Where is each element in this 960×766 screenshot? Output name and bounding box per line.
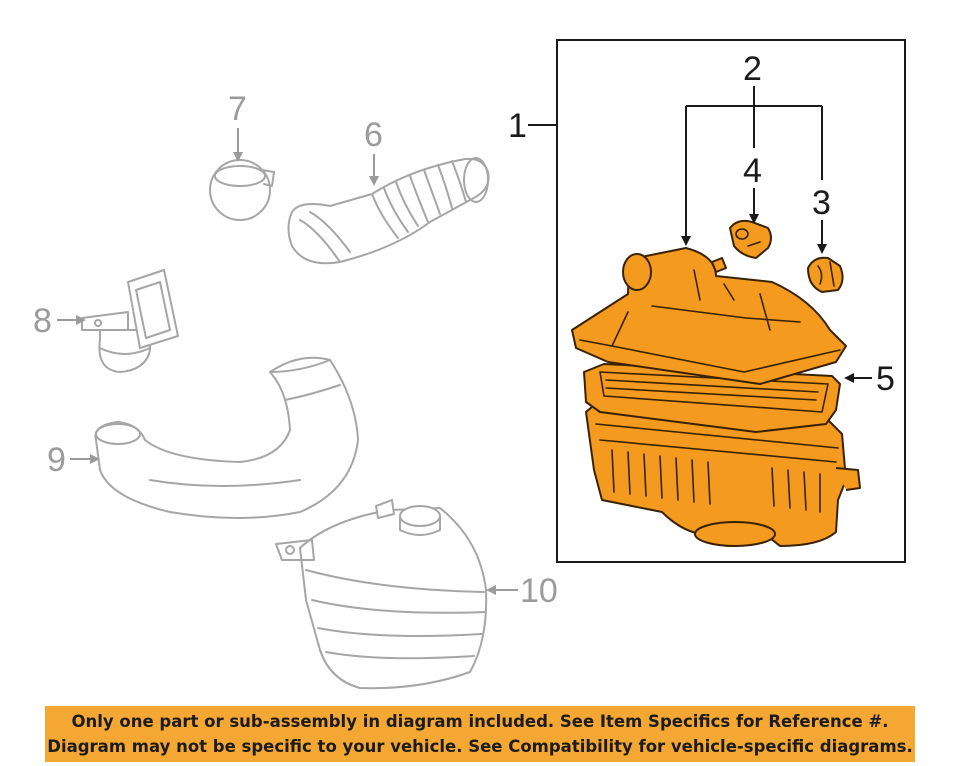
intake-hose-part bbox=[287, 157, 490, 265]
callout-9: 9 bbox=[47, 441, 66, 479]
air-box-lower-part bbox=[585, 399, 861, 547]
callout-7: 7 bbox=[228, 90, 247, 128]
disclaimer-line-2: Diagram may not be specific to your vehi… bbox=[47, 737, 913, 756]
leader-2 bbox=[681, 86, 823, 246]
callout-2: 2 bbox=[743, 50, 762, 88]
callout-3: 3 bbox=[812, 184, 831, 222]
resonator-elbow-part bbox=[81, 269, 179, 373]
clamp-part bbox=[209, 159, 275, 221]
callout-6: 6 bbox=[364, 116, 383, 154]
air-box-cover-part bbox=[571, 247, 847, 385]
intake-duct-part bbox=[94, 356, 359, 519]
clip-part bbox=[807, 256, 844, 293]
callout-1: 1 bbox=[508, 107, 527, 145]
sensor-part bbox=[729, 219, 772, 259]
callout-10: 10 bbox=[520, 572, 558, 610]
disclaimer-line-1: Only one part or sub-assembly in diagram… bbox=[71, 712, 889, 731]
callout-5: 5 bbox=[876, 360, 895, 398]
callout-8: 8 bbox=[33, 302, 52, 340]
assembly-frame bbox=[556, 39, 906, 563]
callout-4: 4 bbox=[743, 152, 762, 190]
disclaimer-banner: Only one part or sub-assembly in diagram… bbox=[45, 706, 915, 762]
resonator-box-part bbox=[275, 499, 488, 690]
